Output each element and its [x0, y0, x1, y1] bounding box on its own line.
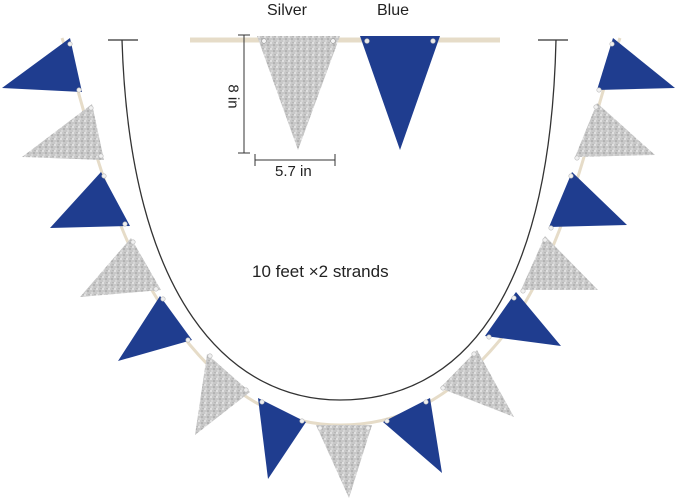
silver-label: Silver — [267, 2, 308, 19]
garland-string — [60, 37, 622, 427]
garland-grommets — [67, 41, 615, 431]
garland-flags-right — [383, 38, 675, 473]
garland-flag-bottom-silver — [316, 425, 372, 498]
strand-length-curve — [121, 39, 557, 401]
width-dimension-label: 5.7 in — [275, 163, 312, 180]
height-dimension-label: 8 in — [224, 84, 242, 109]
garland-flags-left — [2, 38, 306, 479]
sample-silver-flag — [257, 36, 340, 150]
strand-length-label: 10 feet ×2 strands — [252, 262, 389, 281]
blue-label: Blue — [377, 2, 410, 19]
sample-blue-flag — [360, 36, 440, 150]
